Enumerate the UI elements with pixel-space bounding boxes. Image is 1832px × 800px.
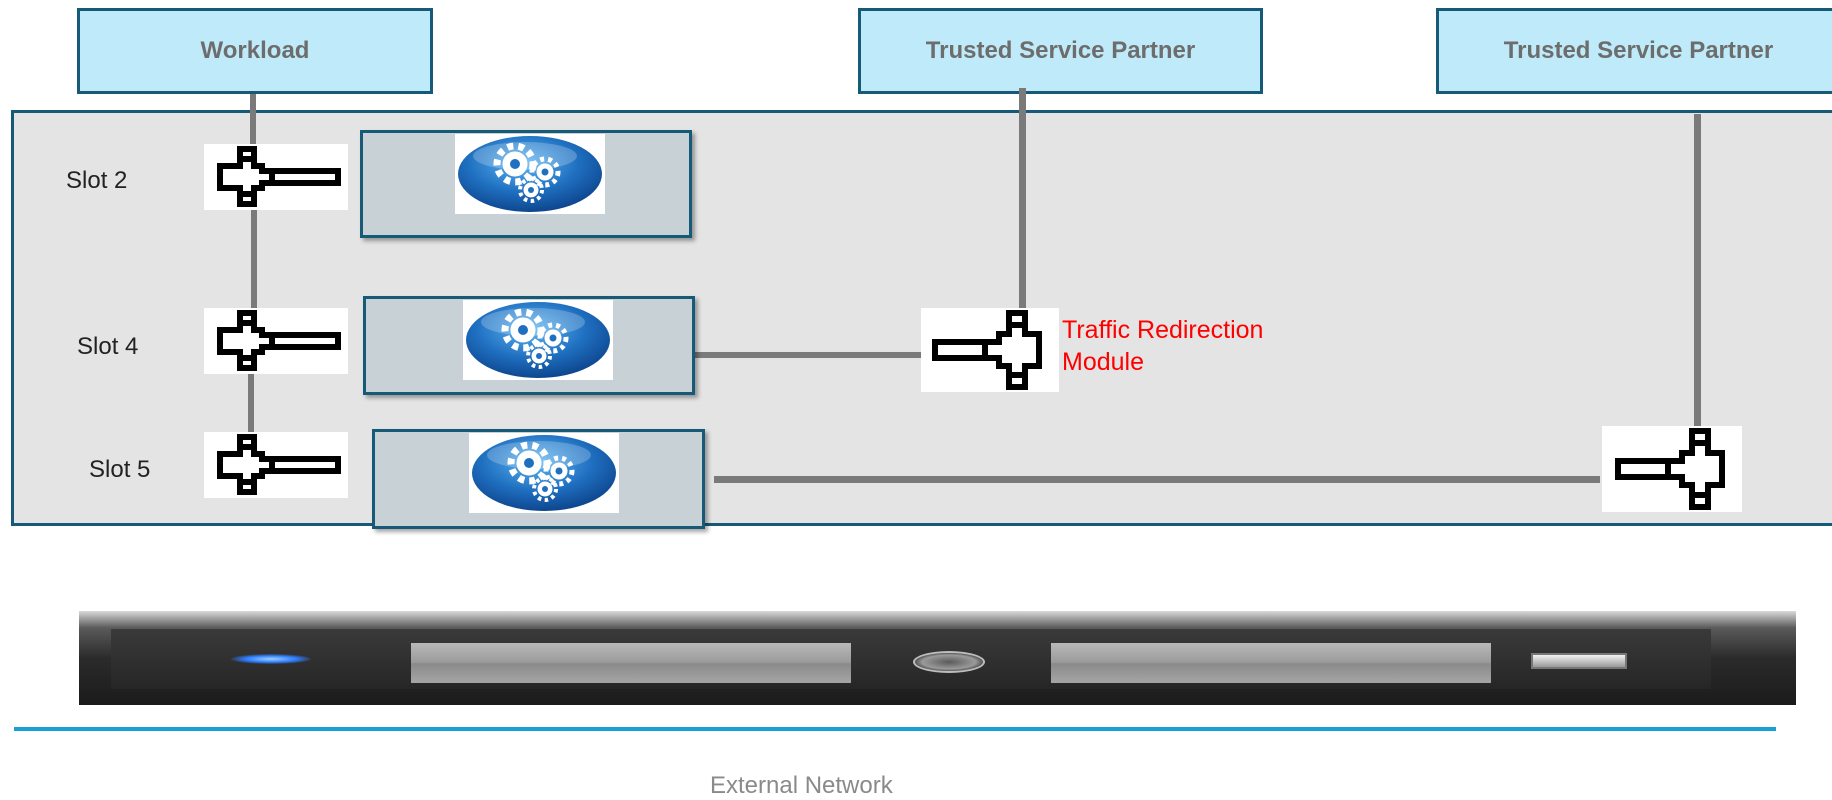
slot-4-to-redirection-line xyxy=(694,352,922,358)
server-button-icon xyxy=(913,651,985,673)
slot-2-label: Slot 2 xyxy=(66,167,128,194)
trusted-service-partner-label-2: Trusted Service Partner xyxy=(1503,37,1774,64)
server-front-panel xyxy=(111,629,1711,689)
trusted-service-partner-box-2: Trusted Service Partner xyxy=(1436,8,1832,94)
network-connector-icon xyxy=(1615,428,1725,510)
external-network-label: External Network xyxy=(710,772,893,799)
gear-icon xyxy=(458,136,602,212)
slot-5-label: Slot 5 xyxy=(89,456,151,483)
slot-5-connector xyxy=(204,432,348,498)
network-connector-icon xyxy=(217,146,341,207)
slot-4-connector xyxy=(204,308,348,374)
slot-chain-line-upper xyxy=(251,210,257,312)
network-connector-icon xyxy=(217,310,341,371)
workload-label: Workload xyxy=(200,37,310,64)
workload-vertical-line xyxy=(250,94,256,146)
network-connector-icon xyxy=(932,310,1042,390)
traffic-redirection-label-line-1: Traffic Redirection xyxy=(1062,316,1264,344)
slot-2-gear-tile xyxy=(455,134,605,214)
gear-icon xyxy=(472,435,616,511)
drive-bay-left xyxy=(411,643,851,683)
network-connector-icon xyxy=(217,434,341,495)
slot-5-to-redirection-line xyxy=(714,476,1600,483)
slot-4-gear-tile xyxy=(463,300,613,380)
partner-1-vertical-line xyxy=(1019,88,1026,316)
gear-icon xyxy=(466,302,610,378)
external-network-line xyxy=(14,727,1776,731)
trusted-service-partner-box-1: Trusted Service Partner xyxy=(858,8,1263,94)
traffic-redirection-label-line-2: Module xyxy=(1062,348,1144,376)
slot-4-label: Slot 4 xyxy=(77,333,139,360)
partner-2-vertical-line xyxy=(1694,114,1701,428)
slot-5-gear-tile xyxy=(469,433,619,513)
traffic-redirection-module-label: Traffic Redirection Module xyxy=(1062,314,1263,378)
power-led-icon xyxy=(231,654,311,664)
drive-bay-right xyxy=(1051,643,1491,683)
server-appliance xyxy=(79,611,1796,705)
slot-2-connector xyxy=(204,144,348,210)
slot-chain-line-lower xyxy=(248,372,254,432)
usb-port-icon xyxy=(1531,653,1627,669)
workload-box: Workload xyxy=(77,8,433,94)
redirection-module-connector-2 xyxy=(1602,426,1742,512)
redirection-module-connector-1 xyxy=(921,308,1059,392)
trusted-service-partner-label-1: Trusted Service Partner xyxy=(925,37,1196,64)
